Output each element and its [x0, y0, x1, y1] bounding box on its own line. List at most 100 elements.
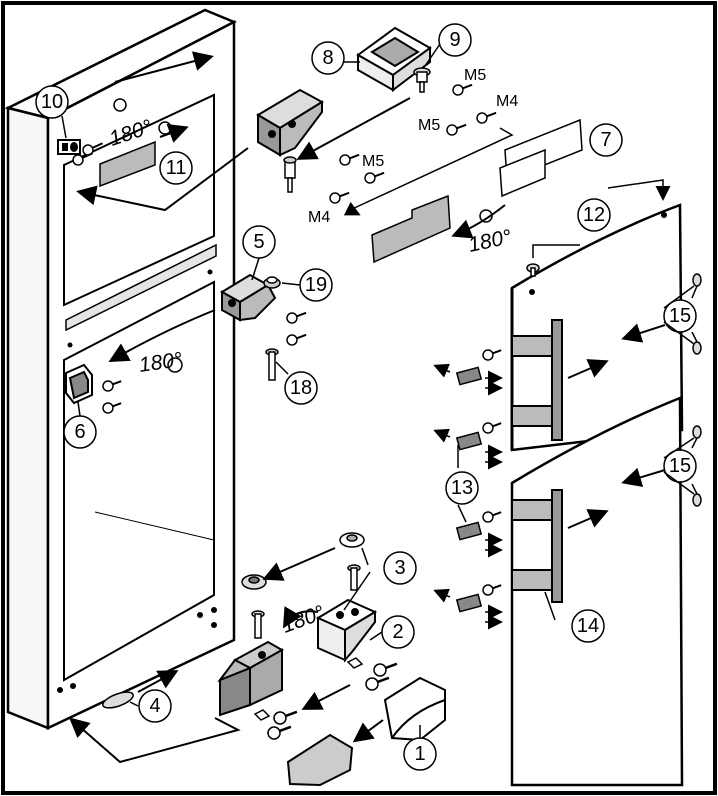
- callouts: 1 2 3 4 5 6 7 8 9 10 11 12 13 14 15 15 1…: [35, 23, 697, 771]
- leader-12: [532, 244, 580, 258]
- part-15-screw: [691, 273, 702, 507]
- part-7-cover-strip: [371, 118, 583, 264]
- callout-1: 1: [403, 737, 437, 771]
- screw-icon: [329, 191, 350, 204]
- callout-15-lower: 15: [663, 449, 697, 483]
- arrow-11: [159, 124, 189, 143]
- screw-size-label: M5: [418, 117, 440, 134]
- callout-5: 5: [242, 225, 276, 259]
- callout-9: 9: [438, 23, 472, 57]
- cabinet-holes: [57, 269, 217, 693]
- rotation-label-7: 180°: [466, 225, 513, 257]
- part-19-nut: [263, 276, 281, 289]
- plug-arrows: [433, 363, 503, 630]
- screw-size-label: M4: [308, 209, 330, 226]
- callout-10: 10: [35, 85, 69, 119]
- screw-icon: [102, 380, 122, 392]
- fridge-cabinet: [4, 8, 237, 730]
- rotation-marker: [479, 209, 493, 223]
- reflection-line: [94, 511, 215, 541]
- screw-icon: [72, 152, 93, 166]
- cabinet-hole-lower: [167, 357, 183, 373]
- nut-icon: [253, 709, 271, 721]
- screw-icon: [339, 153, 360, 166]
- part-13-plugs: [455, 366, 483, 613]
- screw-icon: [373, 662, 398, 677]
- part-2-bracket: [315, 598, 378, 663]
- screw-icon: [286, 311, 307, 324]
- part-3-pin: [251, 564, 361, 639]
- screw-icon: [365, 676, 390, 691]
- cabinet-top-hole: [113, 98, 127, 112]
- callout-4: 4: [138, 689, 172, 723]
- top-hinge-bracket: [256, 88, 324, 157]
- screw-icon: [364, 171, 385, 184]
- svg-text:12: 12: [583, 204, 605, 226]
- part-3-washer: [241, 532, 365, 590]
- svg-text:3: 3: [394, 557, 405, 579]
- screw-size-label: M5: [464, 67, 486, 84]
- svg-text:10: 10: [41, 91, 63, 113]
- hinge-pin-top: [283, 156, 297, 193]
- screw-icon: [482, 349, 502, 361]
- svg-text:6: 6: [74, 421, 85, 443]
- screw-size-label: M4: [496, 93, 518, 110]
- callout-3: 3: [383, 551, 417, 585]
- svg-text:7: 7: [600, 129, 611, 151]
- svg-text:8: 8: [322, 47, 333, 69]
- screw-icon: [286, 333, 307, 346]
- svg-text:5: 5: [253, 231, 264, 253]
- arrow-rotate-7: [451, 204, 506, 239]
- arrow-cover: [352, 719, 384, 743]
- callout-11: 11: [159, 151, 193, 185]
- nut-icon: [346, 657, 364, 669]
- bottom-hinge-left: [217, 640, 285, 717]
- part-1-cover-installed: [286, 733, 354, 787]
- screw-icon: [482, 584, 502, 596]
- part-4-plug: [102, 691, 134, 709]
- arrow-bottom-path: [68, 717, 241, 764]
- svg-text:18: 18: [290, 377, 312, 399]
- screw-icon: [446, 123, 467, 136]
- svg-text:1: 1: [414, 743, 425, 765]
- svg-text:4: 4: [149, 695, 160, 717]
- screw-icon: [482, 511, 502, 523]
- middle-hinge: [220, 273, 277, 322]
- part-18-pin: [265, 348, 279, 381]
- leader-screws: [343, 127, 514, 216]
- svg-text:2: 2: [392, 621, 403, 643]
- callout-8: 8: [311, 41, 345, 75]
- callout-leaders: [61, 43, 695, 738]
- callout-19: 19: [299, 268, 333, 302]
- callout-15-upper: 15: [663, 299, 697, 333]
- screw-icon: [102, 402, 122, 414]
- screw-icon: [476, 111, 497, 124]
- part-11-plate: [99, 140, 156, 188]
- svg-text:19: 19: [305, 274, 327, 296]
- part-8-hinge-cover: [356, 26, 432, 93]
- part-9-pin: [413, 67, 431, 93]
- arrow-to-cabinet: [76, 147, 249, 212]
- leader-3: [361, 547, 369, 566]
- arrow-plug: [137, 670, 179, 693]
- door-handle-lower: [511, 489, 563, 603]
- callout-2: 2: [381, 615, 415, 649]
- callout-6: 6: [63, 415, 97, 449]
- arrow-top: [114, 51, 214, 83]
- leader-13: [457, 504, 467, 523]
- arrow-15-upper: [621, 323, 666, 343]
- leader-12-top: [607, 179, 671, 201]
- svg-text:9: 9: [449, 29, 460, 51]
- callout-12: 12: [577, 198, 611, 232]
- door-hole: [661, 212, 667, 218]
- part-10-cover: [57, 139, 81, 155]
- part-6-hinge-block: [65, 363, 93, 405]
- arrow-to-hinge-screws: [301, 684, 351, 710]
- callout-7: 7: [589, 123, 623, 157]
- door-hole: [529, 289, 535, 295]
- callout-14: 14: [571, 609, 605, 643]
- screw-icon: [482, 422, 502, 434]
- screw-size-label: M5: [362, 153, 384, 170]
